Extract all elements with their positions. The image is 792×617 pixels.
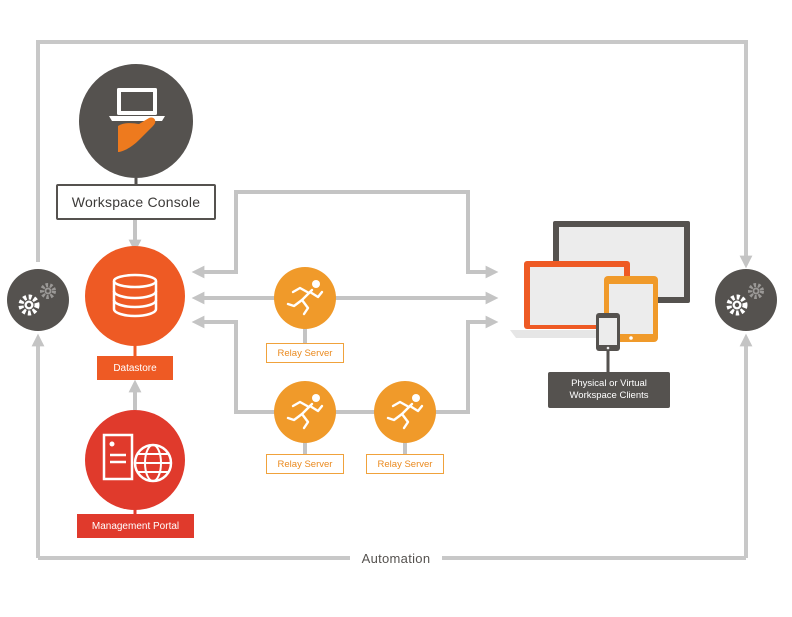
datastore-label: Datastore (97, 356, 173, 380)
relay-server-node-2 (274, 381, 336, 443)
relay-server-node-1 (274, 267, 336, 329)
relay-server-label-3: Relay Server (366, 454, 444, 474)
database-icon (112, 273, 158, 318)
devices-icon (510, 221, 690, 351)
runner-icon (386, 394, 424, 430)
automation-label: Automation (350, 549, 442, 567)
automation-gear-left (7, 269, 69, 331)
relay-server-label-2: Relay Server (266, 454, 344, 474)
workspace-clients-label-line2: Workspace Clients (569, 390, 649, 401)
automation-gear-right (715, 269, 777, 331)
runner-icon (286, 394, 324, 430)
top-path-line (191, 190, 499, 279)
relay-server-node-3 (374, 381, 436, 443)
workspace-clients-node (510, 221, 690, 374)
runner-icon (286, 280, 324, 316)
management-portal-node (85, 410, 185, 516)
bottom-path-line (191, 315, 499, 414)
management-portal-label: Management Portal (77, 514, 194, 538)
server-globe-icon (102, 433, 173, 483)
workspace-clients-label-line1: Physical or Virtual (571, 378, 647, 389)
laptop-hand-icon (109, 88, 165, 152)
gears-icon (18, 283, 56, 316)
workspace-console-node (79, 64, 193, 186)
workspace-clients-label: Physical or Virtual Workspace Clients (548, 372, 670, 408)
gears-icon (726, 283, 764, 316)
datastore-node (85, 246, 185, 358)
workspace-console-label: Workspace Console (56, 184, 216, 220)
relay-server-label-1: Relay Server (266, 343, 344, 363)
